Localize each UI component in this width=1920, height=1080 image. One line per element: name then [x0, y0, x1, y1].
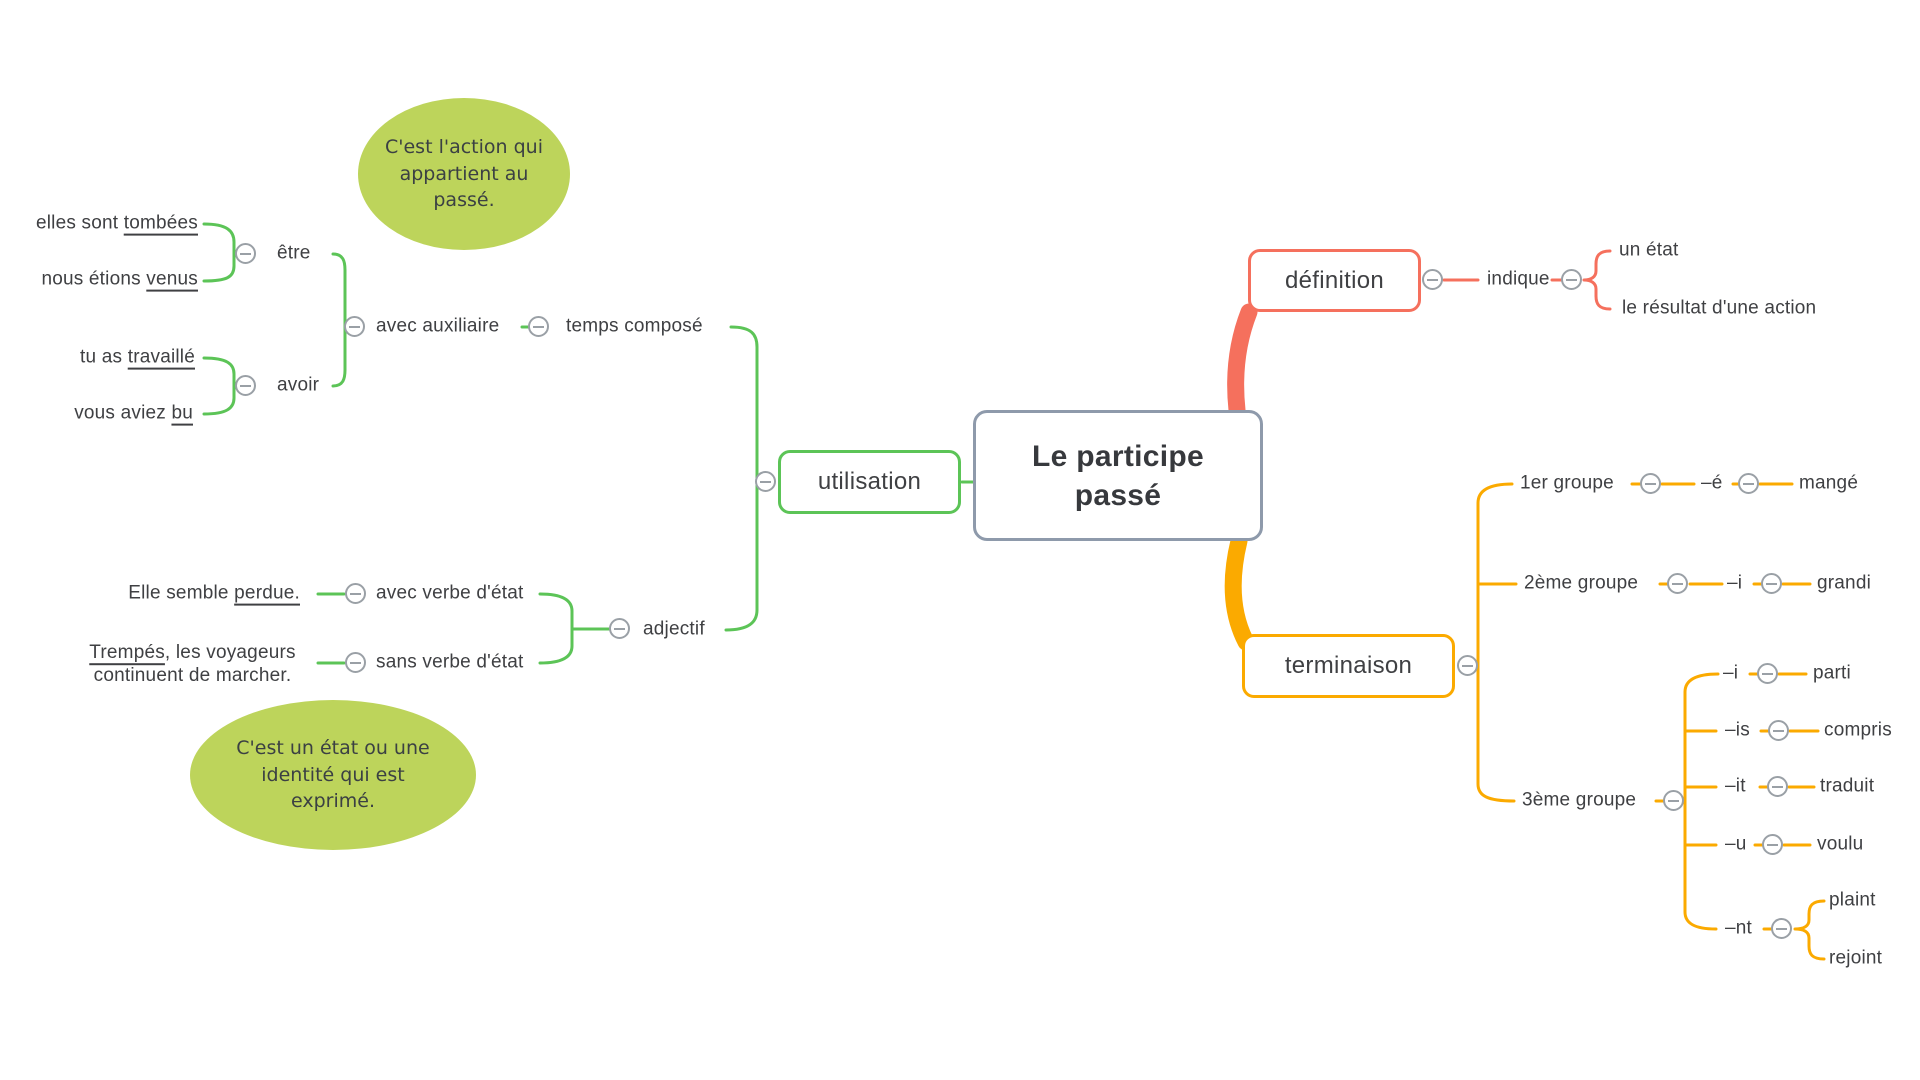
node-ending-nt[interactable]: –nt: [1725, 917, 1753, 939]
node-ending-i-3[interactable]: –i: [1723, 662, 1739, 684]
example-vous-aviez-bu[interactable]: vous aviez bu: [74, 402, 193, 424]
node-utilisation[interactable]: utilisation: [778, 450, 961, 514]
collapse-icon-etre[interactable]: [235, 243, 256, 264]
note-state-identity[interactable]: C'est un état ou une identité qui est ex…: [190, 700, 476, 850]
node-3eme-groupe[interactable]: 3ème groupe: [1522, 789, 1637, 811]
node-definition-label: définition: [1284, 266, 1385, 294]
note-state-identity-text: C'est un état ou une identité qui est ex…: [236, 737, 430, 813]
collapse-icon-ending-i-3[interactable]: [1757, 663, 1778, 684]
example-elles-sont-tombees[interactable]: elles sont tombées: [35, 212, 198, 234]
node-avec-verbe-etat[interactable]: avec verbe d'état: [376, 582, 524, 604]
note-past-action-text: C'est l'action qui appartient au passé.: [385, 136, 543, 212]
node-rejoint[interactable]: rejoint: [1829, 947, 1883, 969]
collapse-icon-avec-auxiliaire[interactable]: [344, 316, 365, 337]
node-un-etat[interactable]: un état: [1619, 239, 1679, 261]
note-past-action[interactable]: C'est l'action qui appartient au passé.: [358, 98, 570, 250]
node-1er-groupe[interactable]: 1er groupe: [1520, 472, 1614, 494]
collapse-icon-ending-e[interactable]: [1738, 473, 1759, 494]
node-ending-i-2[interactable]: –i: [1727, 572, 1743, 594]
node-ending-is[interactable]: –is: [1725, 719, 1750, 741]
example-trempes-voyageurs[interactable]: Trempés, les voyageurs continuent de mar…: [89, 642, 296, 686]
node-utilisation-label: utilisation: [817, 468, 922, 495]
node-definition[interactable]: définition: [1248, 249, 1421, 312]
node-terminaison[interactable]: terminaison: [1242, 634, 1455, 698]
node-ending-it[interactable]: –it: [1725, 775, 1746, 797]
collapse-icon-definition[interactable]: [1422, 269, 1443, 290]
node-indique[interactable]: indique: [1487, 268, 1550, 290]
collapse-icon-avoir[interactable]: [235, 375, 256, 396]
collapse-icon-temps-compose[interactable]: [528, 316, 549, 337]
central-node[interactable]: Le participe passé: [973, 410, 1263, 541]
example-elle-semble-perdue[interactable]: Elle semble perdue.: [128, 582, 300, 604]
node-etre[interactable]: être: [277, 242, 311, 264]
central-node-title: Le participe passé: [1032, 439, 1204, 512]
node-temps-compose[interactable]: temps composé: [566, 315, 703, 337]
node-terminaison-label: terminaison: [1284, 652, 1413, 679]
collapse-icon-avec-verbe-etat[interactable]: [345, 583, 366, 604]
collapse-icon-ending-i-2[interactable]: [1761, 573, 1782, 594]
node-mange[interactable]: mangé: [1799, 472, 1859, 494]
collapse-icon-3eme-groupe[interactable]: [1663, 790, 1684, 811]
node-sans-verbe-etat[interactable]: sans verbe d'état: [376, 651, 524, 673]
node-2eme-groupe[interactable]: 2ème groupe: [1524, 572, 1639, 594]
collapse-icon-ending-u[interactable]: [1762, 834, 1783, 855]
collapse-icon-indique[interactable]: [1561, 269, 1582, 290]
collapse-icon-adjectif[interactable]: [609, 618, 630, 639]
collapse-icon-utilisation[interactable]: [755, 471, 776, 492]
collapse-icon-1er-groupe[interactable]: [1640, 473, 1661, 494]
node-avoir[interactable]: avoir: [277, 374, 320, 396]
collapse-icon-sans-verbe-etat[interactable]: [345, 652, 366, 673]
collapse-icon-ending-it[interactable]: [1767, 776, 1788, 797]
collapse-icon-terminaison[interactable]: [1457, 655, 1478, 676]
collapse-icon-ending-is[interactable]: [1768, 720, 1789, 741]
node-traduit[interactable]: traduit: [1820, 775, 1875, 797]
node-parti[interactable]: parti: [1813, 662, 1851, 684]
node-resultat-action[interactable]: le résultat d'une action: [1622, 297, 1817, 319]
collapse-icon-2eme-groupe[interactable]: [1667, 573, 1688, 594]
node-grandi[interactable]: grandi: [1817, 572, 1872, 594]
collapse-icon-ending-nt[interactable]: [1771, 918, 1792, 939]
node-ending-u[interactable]: –u: [1725, 833, 1747, 855]
node-ending-e[interactable]: –é: [1701, 472, 1723, 494]
node-avec-auxiliaire[interactable]: avec auxiliaire: [376, 315, 500, 337]
node-voulu[interactable]: voulu: [1817, 833, 1864, 855]
example-nous-etions-venus[interactable]: nous étions venus: [41, 268, 198, 290]
node-adjectif[interactable]: adjectif: [643, 618, 705, 640]
node-plaint[interactable]: plaint: [1829, 889, 1876, 911]
example-tu-as-travaille[interactable]: tu as travaillé: [80, 346, 195, 368]
node-compris[interactable]: compris: [1824, 719, 1892, 741]
